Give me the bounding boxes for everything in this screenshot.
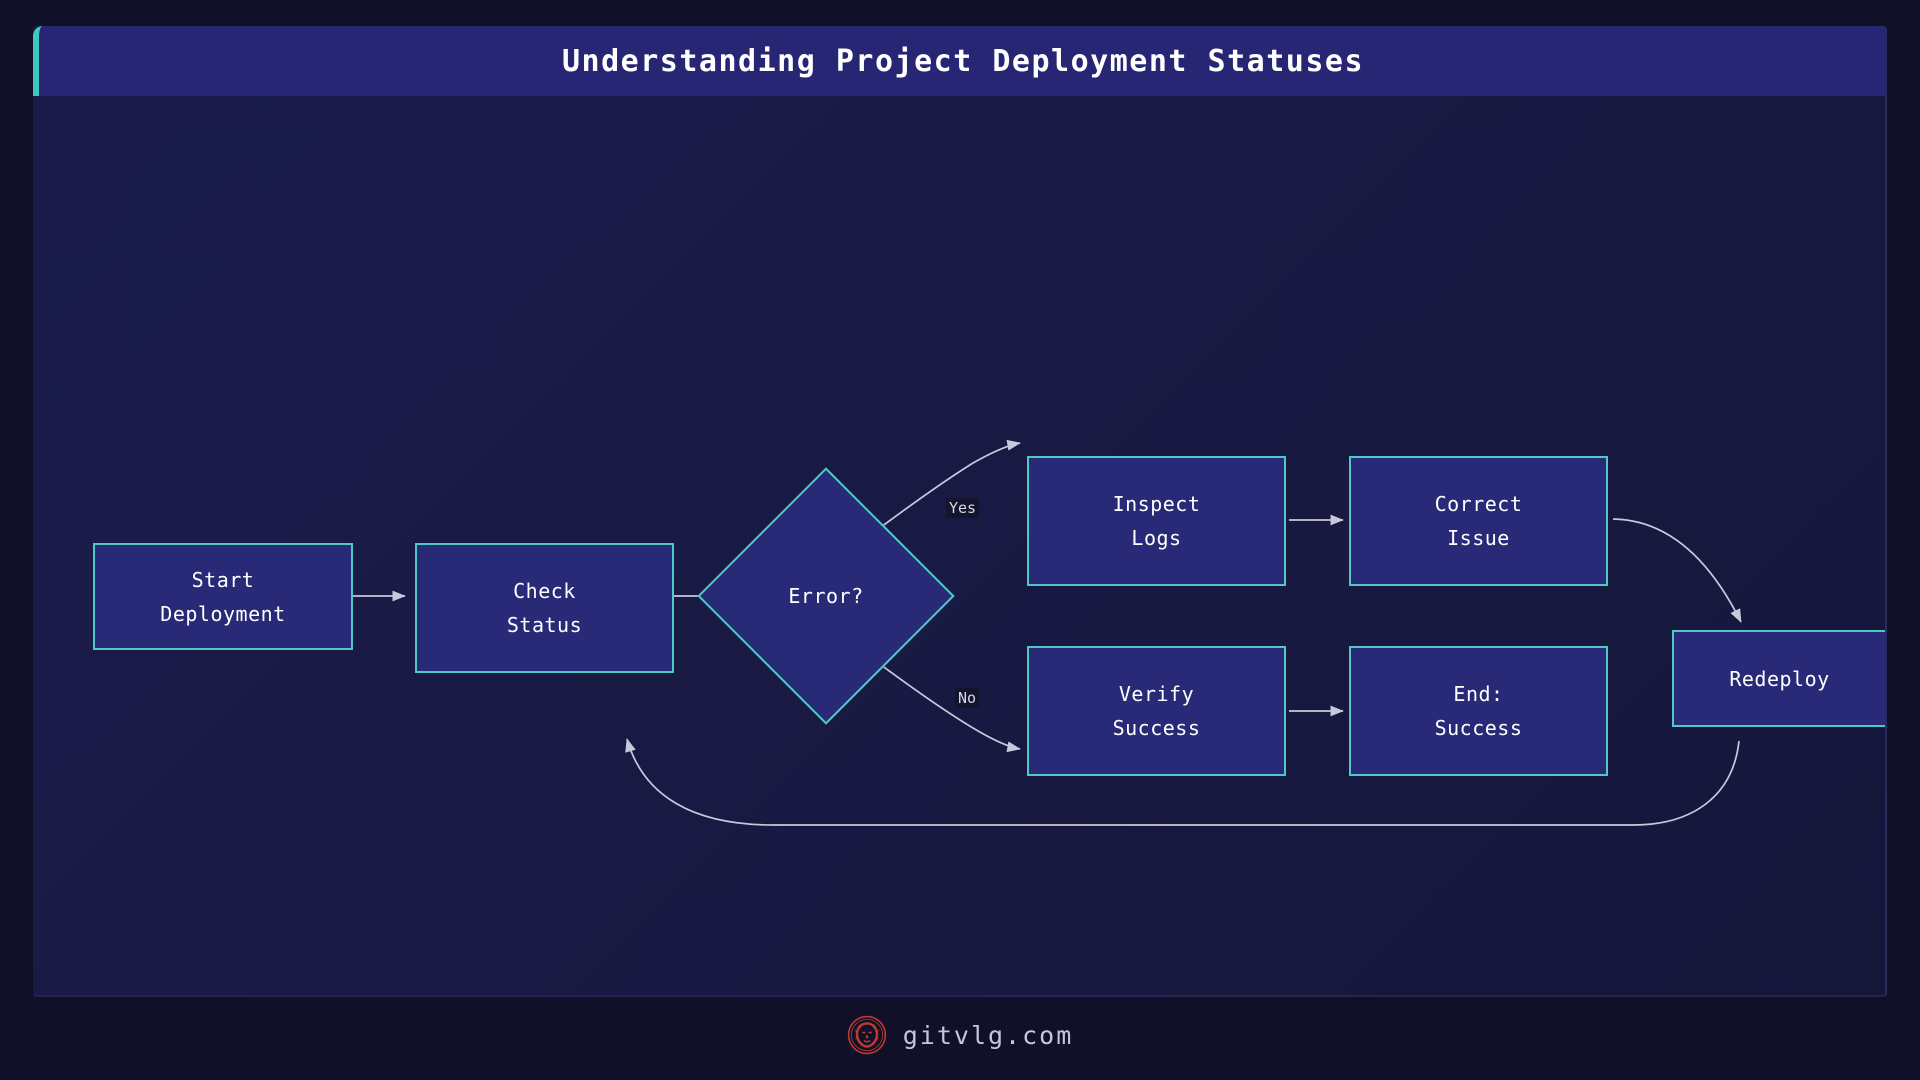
node-redeploy[interactable]: Redeploy xyxy=(1672,630,1885,727)
node-inspect-logs[interactable]: Inspect Logs xyxy=(1027,456,1286,586)
edge-redeploy-check xyxy=(625,738,1740,826)
edge-label-yes: Yes xyxy=(946,498,980,518)
node-label-line: Inspect xyxy=(1112,492,1201,516)
node-label-line: Issue xyxy=(1447,526,1510,550)
node-verify-success[interactable]: Verify Success xyxy=(1027,646,1286,776)
header-banner: Understanding Project Deployment Statuse… xyxy=(33,26,1885,96)
node-label-line: Deployment xyxy=(160,601,286,626)
node-start-deployment[interactable]: Start Deployment xyxy=(93,543,353,650)
footer-site-label: gitvlg.com xyxy=(902,1020,1074,1050)
node-label-line: End: xyxy=(1453,682,1504,706)
node-label-line: Error? xyxy=(788,584,864,608)
node-label-line: Success xyxy=(1434,716,1523,740)
edge-layer xyxy=(353,439,1742,826)
node-check-status[interactable]: Check Status xyxy=(415,543,674,673)
node-label-line: Start xyxy=(191,567,255,592)
node-correct-issue[interactable]: Correct Issue xyxy=(1349,456,1608,586)
lion-logo xyxy=(847,1015,886,1055)
node-end-success[interactable]: End: Success xyxy=(1349,646,1608,776)
page-title: Understanding Project Deployment Statuse… xyxy=(561,43,1365,79)
node-label-line: Correct xyxy=(1434,492,1523,516)
node-label-line: Check xyxy=(513,579,576,603)
node-label-line: Success xyxy=(1112,716,1201,740)
edge-error-verify xyxy=(864,652,1021,753)
node-label-line: Logs xyxy=(1131,526,1182,550)
edge-correct-redeploy xyxy=(1612,518,1742,623)
node-label-line: Verify xyxy=(1118,682,1195,706)
edge-error-inspect xyxy=(864,439,1021,540)
footer-watermark: gitvlg.com xyxy=(0,1005,1920,1065)
node-label-line: Redeploy xyxy=(1729,666,1830,691)
edge-label-no: No xyxy=(955,688,980,708)
node-label-line: Status xyxy=(506,613,583,637)
node-error-decision[interactable]: Error? xyxy=(697,467,955,725)
diagram-card: Understanding Project Deployment Statuse… xyxy=(33,26,1887,997)
diagram-canvas: Start Deployment Check Status Error? Ins… xyxy=(33,96,1885,995)
